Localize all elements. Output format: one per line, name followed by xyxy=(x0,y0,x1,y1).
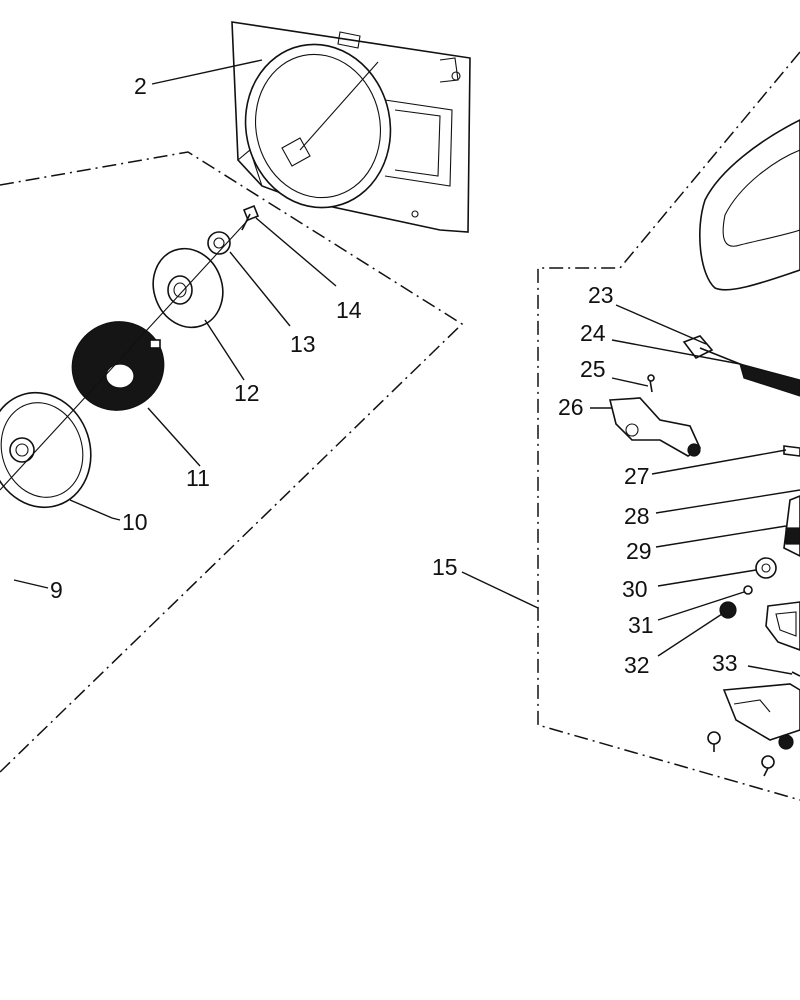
part-trigger-housing xyxy=(722,683,800,750)
part-10-pulley xyxy=(0,391,92,509)
part-33-small-spring xyxy=(791,671,800,677)
callouts: 2 9 10 11 12 13 14 15 23 24 25 26 27 28 … xyxy=(50,73,738,678)
callout-23: 23 xyxy=(588,282,614,308)
callout-10: 10 xyxy=(122,509,148,535)
group-boundary-left xyxy=(0,151,464,773)
callout-9: 9 xyxy=(50,577,63,603)
group-boundary-right xyxy=(537,51,800,801)
callout-13: 13 xyxy=(290,331,316,357)
callout-25: 25 xyxy=(580,356,606,382)
callout-27: 27 xyxy=(624,463,650,489)
part-11-spring-disc xyxy=(71,321,165,411)
assembly-axis-line xyxy=(0,219,249,491)
part-32-nut xyxy=(719,601,737,619)
part-2-housing-cover xyxy=(231,21,471,233)
part-26-lever xyxy=(608,397,702,457)
part-12-plate xyxy=(152,247,224,329)
callout-26: 26 xyxy=(558,394,584,420)
callout-24: 24 xyxy=(580,320,606,346)
part-gasket-plate xyxy=(765,601,800,651)
leader-lines xyxy=(13,59,800,675)
callout-12: 12 xyxy=(234,380,260,406)
callout-30: 30 xyxy=(622,576,648,602)
callout-28: 28 xyxy=(624,503,650,529)
part-25-pin xyxy=(647,374,655,393)
callout-2: 2 xyxy=(134,73,147,99)
part-handle-guard xyxy=(699,119,800,291)
part-31-clip xyxy=(743,585,753,595)
part-14-screw xyxy=(241,204,260,231)
part-28-29-bracket xyxy=(783,495,800,557)
part-13-washer xyxy=(207,231,231,255)
callout-14: 14 xyxy=(336,297,362,323)
part-24-throttle-cable xyxy=(682,335,800,397)
callout-11: 11 xyxy=(186,465,210,491)
part-screw-a xyxy=(707,731,721,752)
callout-32: 32 xyxy=(624,652,650,678)
callout-29: 29 xyxy=(626,538,652,564)
callout-33: 33 xyxy=(712,650,738,676)
callout-15: 15 xyxy=(432,554,458,580)
callout-31: 31 xyxy=(628,612,654,638)
part-30-washer xyxy=(755,557,777,579)
part-27-spring-pin xyxy=(783,445,800,457)
part-screw-b xyxy=(761,755,775,777)
